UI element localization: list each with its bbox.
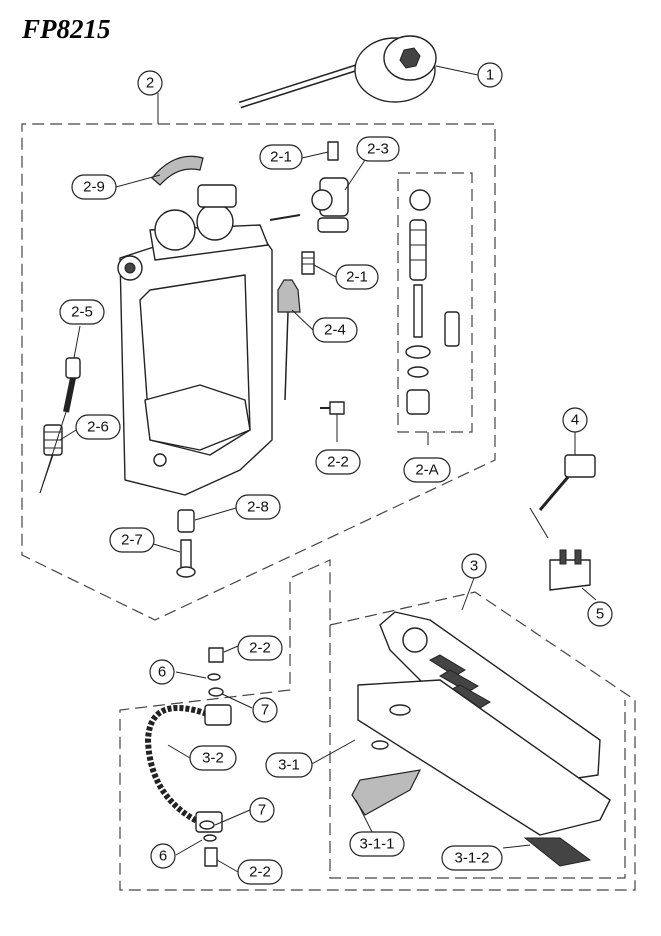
spring-2-8-part	[177, 509, 195, 533]
callout-2-3: 2-3	[356, 136, 400, 162]
svg-text:3-1: 3-1	[278, 757, 300, 774]
bolt-top-part	[207, 647, 224, 697]
callout-2-2-bottom: 2-2	[237, 859, 283, 885]
spring-kit-part	[405, 189, 460, 415]
svg-text:2-4: 2-4	[324, 322, 346, 339]
callout-2: 2	[137, 70, 163, 96]
callout-3-1: 3-1	[265, 752, 313, 778]
svg-text:2-5: 2-5	[71, 304, 93, 321]
callout-3-1-2: 3-1-2	[441, 845, 503, 871]
callout-6-bottom: 6	[150, 843, 176, 869]
svg-text:2-3: 2-3	[367, 141, 389, 158]
callout-2-2-upper: 2-2	[315, 449, 361, 475]
callout-2-9: 2-9	[71, 174, 117, 200]
screw-2-1-part	[301, 251, 315, 275]
callout-2-1-mid: 2-1	[335, 264, 379, 290]
svg-text:2: 2	[146, 75, 154, 92]
svg-text:7: 7	[258, 802, 266, 819]
svg-text:3-1-2: 3-1-2	[454, 850, 489, 867]
bolt-2-5-part	[63, 357, 81, 413]
group-2A-outline	[397, 172, 473, 433]
bolt-2-7-part	[176, 539, 196, 578]
svg-text:2-8: 2-8	[247, 499, 269, 516]
callout-2-A: 2-A	[403, 457, 451, 483]
callout-2-4: 2-4	[312, 317, 358, 343]
callout-3-2: 3-2	[189, 745, 237, 771]
svg-text:3: 3	[470, 558, 478, 575]
callout-2-2-mid: 2-2	[237, 635, 283, 661]
callout-1: 1	[477, 62, 503, 88]
callout-7-bottom: 7	[249, 797, 275, 823]
svg-text:3-2: 3-2	[202, 750, 224, 767]
svg-text:2-A: 2-A	[415, 462, 438, 479]
svg-text:2-2: 2-2	[327, 454, 349, 471]
model-title: FP8215	[22, 14, 111, 44]
clip-part	[549, 549, 591, 591]
group-3-outline	[119, 559, 636, 891]
svg-text:2-1: 2-1	[346, 269, 368, 286]
callout-6-top: 6	[149, 659, 175, 685]
callout-2-1-top: 2-1	[259, 144, 303, 170]
bolt-bottom-part	[199, 820, 218, 867]
callout-2-6: 2-6	[75, 414, 121, 440]
pedal-frame-part	[117, 184, 301, 496]
callout-3: 3	[461, 553, 487, 579]
callout-2-5: 2-5	[59, 299, 105, 325]
callout-2-8: 2-8	[235, 494, 281, 520]
svg-text:2-1: 2-1	[270, 149, 292, 166]
spike-plate-part	[523, 837, 592, 867]
callout-7-top: 7	[252, 697, 278, 723]
callout-5: 5	[587, 601, 613, 627]
svg-text:4: 4	[571, 412, 579, 429]
svg-text:5: 5	[596, 606, 604, 623]
svg-text:1: 1	[486, 67, 494, 84]
svg-text:2-6: 2-6	[87, 419, 109, 436]
heel-plate-part	[351, 769, 422, 816]
stopper-part	[277, 279, 301, 401]
svg-text:6: 6	[159, 848, 167, 865]
callout-3-1-1: 3-1-1	[349, 831, 405, 857]
footboard-part	[357, 611, 611, 836]
svg-text:2-2: 2-2	[249, 640, 271, 657]
svg-text:6: 6	[158, 664, 166, 681]
screw-2-2-part	[320, 401, 345, 415]
svg-text:2-7: 2-7	[121, 532, 143, 549]
svg-text:7: 7	[261, 702, 269, 719]
hub-part	[311, 141, 349, 233]
group-2-outline	[21, 123, 496, 621]
callout-4: 4	[562, 407, 588, 433]
spring-2-6-part	[43, 424, 63, 456]
svg-text:2-2: 2-2	[249, 864, 271, 881]
drum-key-part	[529, 454, 596, 539]
svg-text:2-9: 2-9	[83, 179, 105, 196]
beater-part	[238, 35, 437, 109]
cam-cover-part	[151, 155, 204, 186]
callout-2-7: 2-7	[109, 527, 155, 553]
svg-text:3-1-1: 3-1-1	[359, 836, 394, 853]
